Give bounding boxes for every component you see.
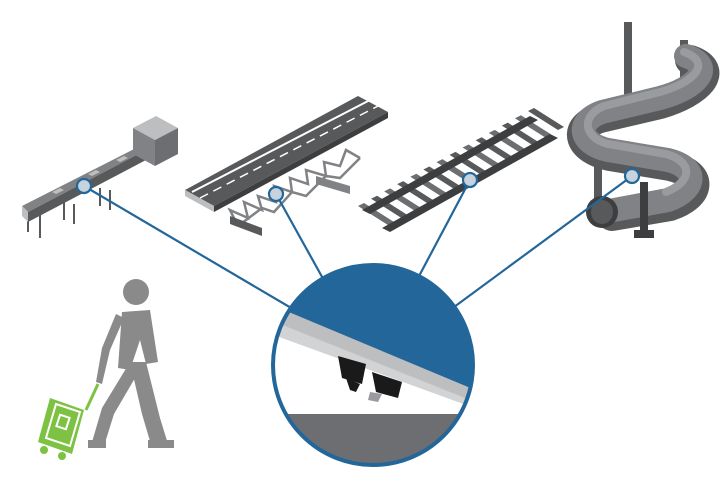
sensor-node-railway: [461, 171, 479, 189]
link-pipeline: [449, 175, 633, 311]
sensor-nodes: [75, 167, 641, 203]
luggage-icon: [38, 383, 100, 460]
pipeline-icon: [567, 22, 720, 238]
connection-lines: [83, 175, 633, 313]
magnified-sensor-detail-icon: [271, 263, 475, 467]
sensor-node-pipeline: [623, 167, 641, 185]
link-conveyor: [83, 185, 299, 313]
link-bridge: [275, 193, 327, 285]
conveyor-belt-icon: [22, 116, 178, 238]
sensor-node-bridge: [267, 185, 285, 203]
person-with-luggage-icon: [38, 279, 174, 460]
railway-tie: [528, 108, 564, 130]
link-railway: [417, 179, 471, 279]
railway-track-icon: [358, 108, 564, 232]
highway-bridge-icon: [185, 96, 388, 236]
sensor-node-conveyor: [75, 177, 93, 195]
